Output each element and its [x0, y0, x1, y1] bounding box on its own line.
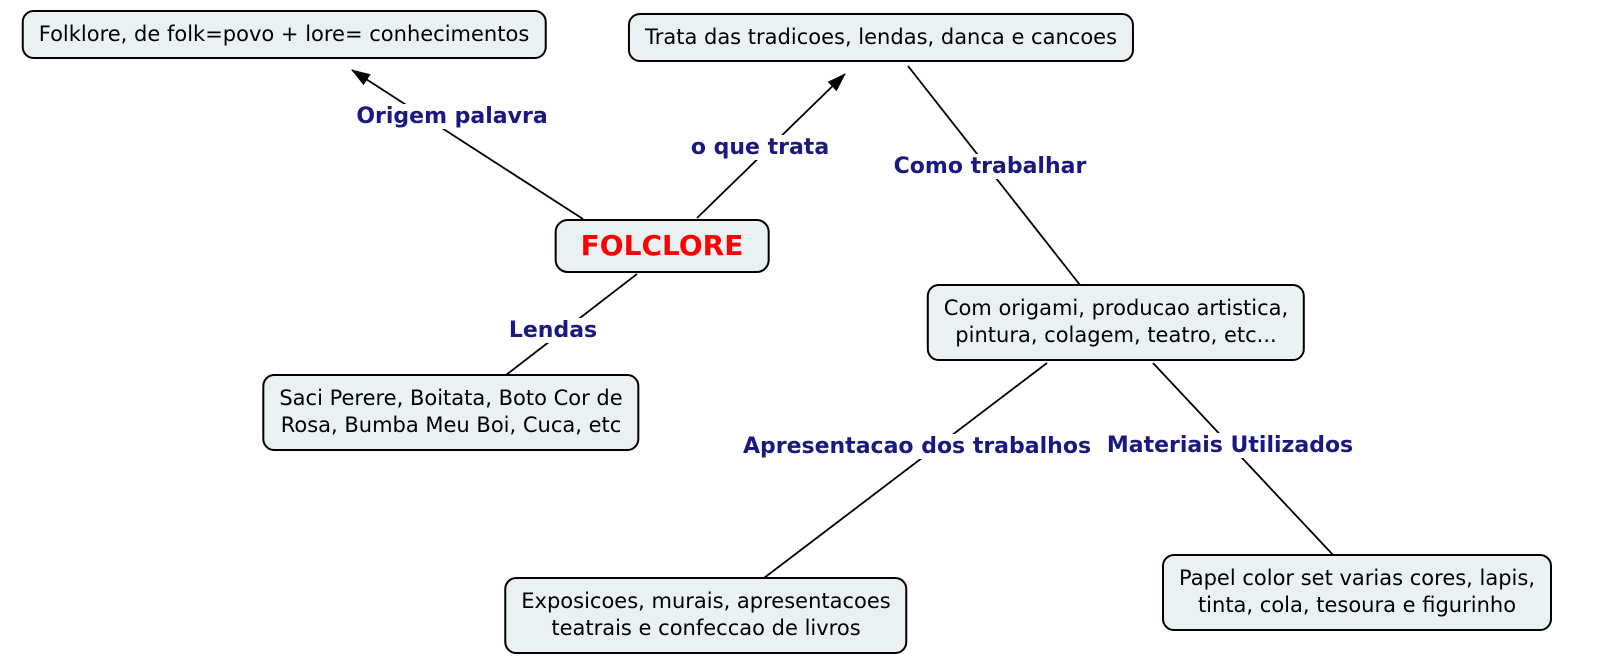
- node-word-origin[interactable]: Folklore, de folk=povo + lore= conhecime…: [21, 10, 547, 60]
- edge-how-to-work-to-materials: [1152, 362, 1335, 557]
- edge-label-o-que-trata[interactable]: o que trata: [687, 135, 833, 160]
- edge-root-to-word-origin: [351, 69, 584, 220]
- edge-how-to-work-to-presentation: [763, 362, 1048, 579]
- node-how-to-work[interactable]: Com origami, producao artistica, pintura…: [926, 284, 1306, 361]
- edge-label-como-trabalhar[interactable]: Como trabalhar: [890, 154, 1090, 179]
- node-legends[interactable]: Saci Perere, Boitata, Boto Cor de Rosa, …: [262, 374, 640, 451]
- node-presentation[interactable]: Exposicoes, murais, apresentacoes teatra…: [504, 577, 908, 654]
- node-materials[interactable]: Papel color set varias cores, lapis, tin…: [1161, 554, 1553, 631]
- node-subject[interactable]: Trata das tradicoes, lendas, danca e can…: [627, 13, 1135, 63]
- node-root-folclore[interactable]: FOLCLORE: [554, 219, 770, 274]
- edge-label-materiais-utilizados[interactable]: Materiais Utilizados: [1103, 433, 1357, 458]
- edge-label-origem-palavra[interactable]: Origem palavra: [353, 104, 551, 129]
- edge-label-apresentacao-dos-trabalhos[interactable]: Apresentacao dos trabalhos: [739, 434, 1095, 459]
- edge-label-lendas[interactable]: Lendas: [505, 318, 601, 343]
